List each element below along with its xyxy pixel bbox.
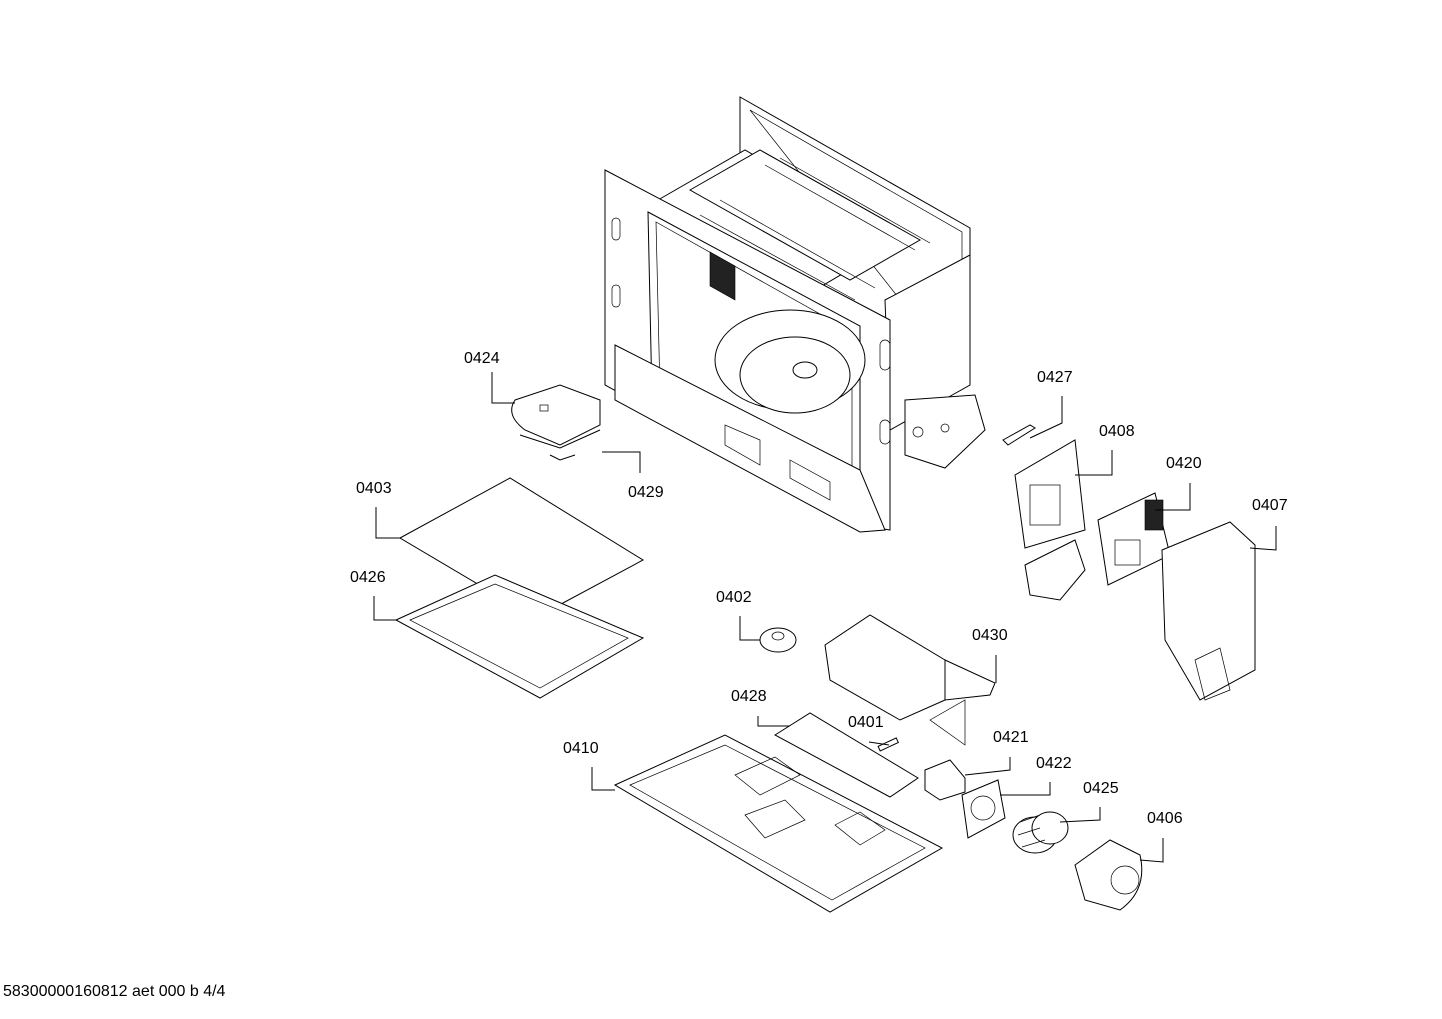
part-0408-control-module (1014, 439, 1086, 601)
part-0410-base-plate (613, 734, 944, 913)
part-0402-turntable-motor (759, 627, 797, 653)
callout-0403: 0403 (356, 480, 392, 497)
part-0407-air-duct (1161, 521, 1256, 701)
part-0406-fan-housing (1074, 839, 1143, 911)
part-0424-drive-plate (511, 384, 601, 461)
document-id-footer: 58300000160812 aet 000 b 4/4 (3, 983, 226, 1000)
callout-0430: 0430 (972, 627, 1008, 644)
part-0430-housing (824, 614, 996, 746)
part-0427-clip (1002, 424, 1036, 446)
part-0421-thermostat (924, 759, 966, 801)
callout-0408: 0408 (1099, 423, 1135, 440)
callout-0429: 0429 (628, 484, 664, 501)
part-0426-door-frame (394, 574, 645, 699)
part-0428-cover-plate (774, 712, 919, 798)
callout-0422: 0422 (1036, 755, 1072, 772)
part-0420-power-board (1097, 492, 1171, 586)
callout-0401: 0401 (848, 714, 884, 731)
callout-0407: 0407 (1252, 497, 1288, 514)
callout-0425: 0425 (1083, 780, 1119, 797)
callout-0406: 0406 (1147, 810, 1183, 827)
callout-0402: 0402 (716, 589, 752, 606)
oven-cavity-housing (604, 96, 986, 533)
callout-0426: 0426 (350, 569, 386, 586)
part-0422-fan-mount (961, 779, 1006, 839)
leader-lines (373, 372, 1277, 863)
callout-0424: 0424 (464, 350, 500, 367)
callout-0410: 0410 (563, 740, 599, 757)
callout-0421: 0421 (993, 729, 1029, 746)
callout-0428: 0428 (731, 688, 767, 705)
part-0425-fan-wheel (1012, 811, 1069, 854)
callout-0427: 0427 (1037, 369, 1073, 386)
callout-0420: 0420 (1166, 455, 1202, 472)
